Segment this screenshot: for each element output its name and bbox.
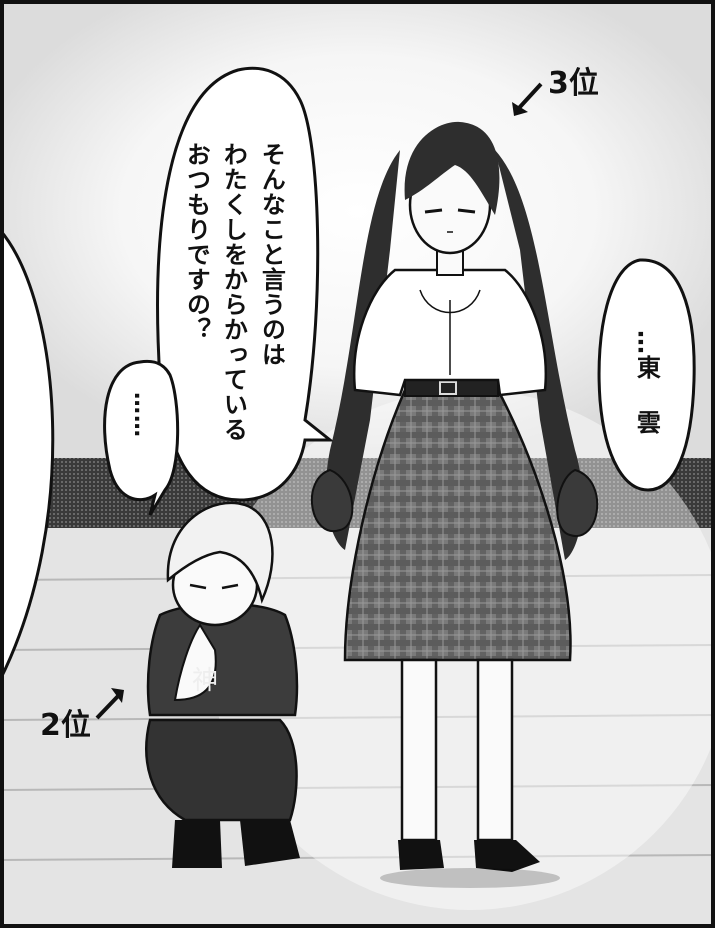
bubble-main-line-1: そんなこと言うのは [257, 142, 286, 367]
arrow-rank-left-head [111, 688, 124, 703]
bubble-left-partial [0, 227, 55, 681]
bubble-main-line-2: わたくしをからかっている [219, 142, 248, 442]
bubble-main-line-3: おつもりですの？ [182, 142, 211, 342]
arrow-rank-left [95, 692, 122, 720]
rank-label-left: 2位 [40, 708, 91, 744]
shirt-glyph: 神 [192, 666, 219, 696]
arrow-rank-right [517, 82, 543, 110]
speech-bubble-right [597, 258, 696, 492]
character-crouching-girl [145, 501, 300, 868]
arrow-rank-right-head [512, 102, 528, 116]
bubble-small-text: …… [128, 392, 154, 438]
speech-bubble-main [156, 66, 335, 502]
floor-planks [0, 574, 715, 861]
bubble-right-line-2: 雲 [632, 410, 661, 435]
bubble-right-line-1: …東 [632, 330, 661, 380]
speech-bubble-small [103, 359, 180, 516]
character-tall-girl [310, 121, 599, 888]
rank-label-right: 3位 [548, 66, 599, 102]
